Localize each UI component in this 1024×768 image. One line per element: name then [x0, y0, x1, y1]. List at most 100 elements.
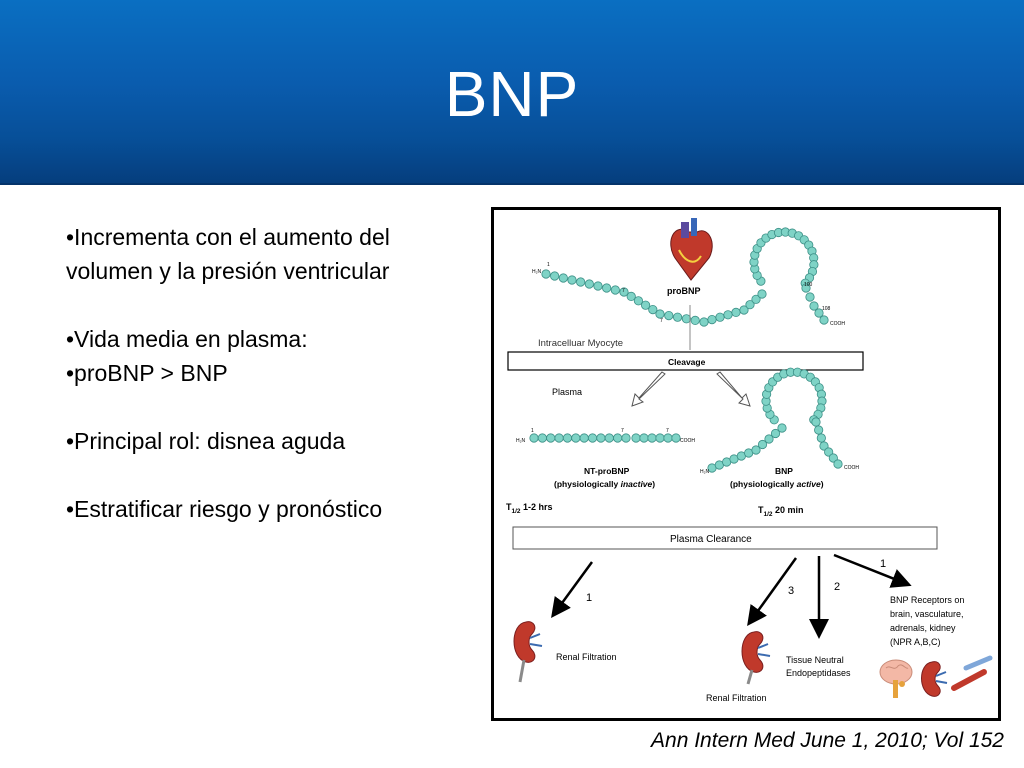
amino-acid-bead	[673, 312, 683, 322]
bullet-item: •Incrementa con el aumento del volumen y…	[66, 224, 390, 284]
amino-acid-bead	[619, 287, 629, 297]
title-banner: BNP	[0, 0, 1024, 185]
amino-acid-bead	[655, 433, 665, 443]
amino-acid-bead	[707, 315, 717, 325]
ntprobnp-sub: (physiologically inactive)	[554, 479, 655, 489]
split-arrow-right	[716, 371, 751, 407]
amino-acid-bead	[751, 445, 761, 455]
bullet-item: •Principal rol: disnea aguda	[66, 428, 346, 454]
amino-acid-bead	[613, 433, 623, 443]
arrow-receptors-1	[833, 553, 912, 588]
amino-acid-bead	[824, 447, 834, 457]
amino-acid-bead	[562, 433, 573, 443]
half-life-bnp: T1/2 20 min	[758, 505, 804, 518]
amino-acid-bead	[757, 289, 767, 299]
kidney-icon	[921, 661, 948, 697]
amino-acid-bead	[602, 283, 612, 293]
amino-acid-bead	[593, 281, 603, 291]
seq-number: 1	[547, 262, 550, 268]
amino-acid-bead	[690, 315, 700, 326]
amino-acid-bead	[671, 433, 681, 443]
intracellular-label: Intracelluar Myocyte	[538, 338, 623, 349]
amino-acid-bead	[655, 309, 665, 319]
amino-acid-bead	[633, 296, 643, 306]
tissue-label: Endopeptidases	[786, 668, 851, 678]
seq-number: 7	[621, 428, 624, 434]
cooh-label: COOH	[680, 438, 695, 444]
arrow-number: 1	[880, 558, 886, 570]
amino-acid-bead	[610, 285, 620, 295]
probnp-amino-chain	[541, 227, 829, 327]
cleavage-label: Cleavage	[668, 357, 706, 367]
h2n-label: H₂N	[532, 269, 542, 275]
amino-acid-bead	[833, 459, 843, 469]
amino-acid-bead	[587, 433, 598, 443]
arrow-number: 1	[586, 592, 592, 604]
seq-number: 7	[666, 428, 669, 434]
amino-acid-bead	[757, 439, 768, 450]
amino-acid-bead	[546, 433, 556, 443]
amino-acid-bead	[805, 292, 815, 302]
plasma-label: Plasma	[552, 387, 582, 397]
h2n-label: H₂N	[700, 469, 710, 475]
amino-acid-bead	[764, 434, 774, 444]
amino-acid-bead	[777, 423, 787, 433]
bnp-sub: (physiologically active)	[730, 479, 824, 489]
receptors-label: brain, vasculature,	[890, 609, 964, 619]
half-life-ntprobnp: T1/2 1-2 hrs	[506, 502, 553, 515]
amino-acid-bead	[770, 428, 781, 439]
arrow-renal-1	[551, 561, 594, 619]
amino-acid-bead	[631, 433, 641, 443]
seq-number: 1	[531, 428, 534, 434]
seq-number: 7	[660, 318, 663, 324]
amino-acid-bead	[814, 425, 824, 435]
amino-acid-bead	[584, 279, 594, 289]
kidney-icon	[741, 631, 771, 685]
brain-icon	[879, 659, 913, 698]
h2n-label: H₂N	[516, 438, 526, 444]
amino-acid-bead	[554, 433, 564, 443]
amino-acid-bead	[648, 305, 658, 315]
bullet-list: •Incrementa con el aumento del volumen y…	[66, 220, 466, 526]
seq-number: 7	[622, 288, 625, 294]
bnp-amino-chain	[707, 367, 843, 473]
amino-acid-bead	[751, 294, 761, 304]
receptors-label: adrenals, kidney	[890, 623, 956, 633]
amino-acid-bead	[626, 291, 636, 302]
tissue-label: Tissue Neutral	[786, 655, 844, 665]
split-arrow-left	[631, 371, 666, 407]
cooh-label: COOH	[844, 465, 859, 471]
bullet-item: •Vida media en plasma:	[66, 326, 308, 352]
plasma-clearance-label: Plasma Clearance	[670, 534, 752, 545]
amino-acid-bead	[809, 301, 819, 311]
cleavage-bar	[507, 351, 864, 371]
amino-acid-bead	[541, 269, 551, 279]
renal-filtration-label: Renal Filtration	[556, 652, 617, 662]
amino-acid-bead	[621, 433, 631, 443]
amino-acid-bead	[681, 314, 691, 324]
bullet-item: •Estratificar riesgo y pronóstico	[66, 496, 383, 522]
cooh-label: COOH	[830, 321, 845, 327]
seq-number: 108	[822, 306, 831, 312]
amino-acid-bead	[819, 315, 829, 325]
amino-acid-bead	[558, 273, 568, 283]
amino-acid-bead	[745, 300, 755, 310]
citation: Ann Intern Med June 1, 2010; Vol 152	[651, 729, 1004, 752]
amino-acid-bead	[819, 441, 829, 451]
ntprobnp-label: NT-proBNP	[584, 466, 630, 476]
amino-acid-bead	[801, 283, 811, 293]
amino-acid-bead	[731, 307, 741, 318]
amino-acid-bead	[604, 433, 614, 443]
probnp-label: proBNP	[667, 286, 701, 296]
amino-acid-bead	[571, 433, 581, 443]
receptors-label: (NPR A,B,C)	[890, 637, 941, 647]
amino-acid-bead	[811, 417, 821, 427]
amino-acid-bead	[664, 311, 674, 321]
amino-acid-bead	[828, 453, 838, 463]
bnp-diagram-figure: proBNP H₂N 1 7 7 100 108 COOH Intracellu…	[491, 207, 1001, 721]
kidney-icon	[513, 621, 543, 683]
amino-acid-bead	[550, 271, 560, 281]
amino-acid-bead	[663, 433, 673, 443]
seq-number: 100	[804, 282, 813, 288]
amino-acid-bead	[814, 308, 824, 318]
